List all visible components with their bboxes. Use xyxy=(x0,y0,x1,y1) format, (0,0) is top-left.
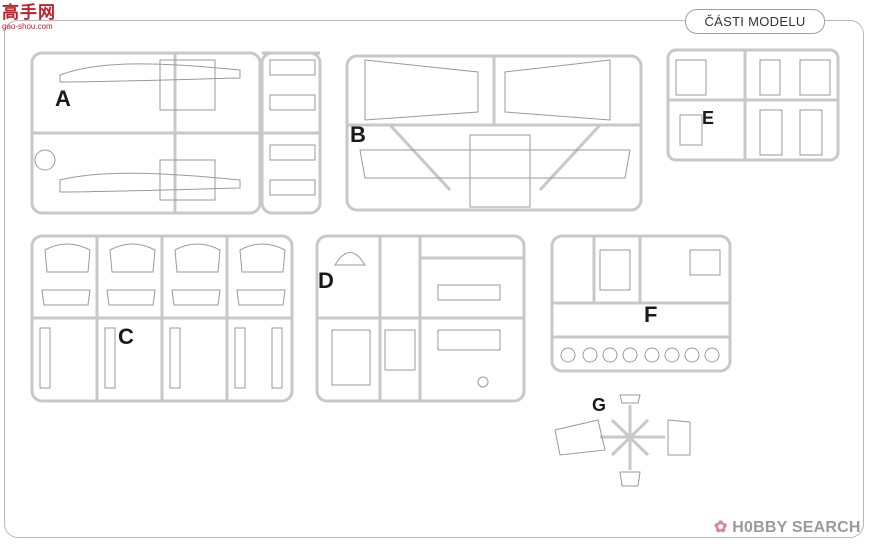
page-title: ČÁSTI MODELU xyxy=(685,9,825,34)
site-logo: 高手网 gao-shou.com xyxy=(2,4,72,38)
sprue-label-a: A xyxy=(55,86,71,111)
sprue-f-frame xyxy=(550,234,732,373)
sprue-b-frame xyxy=(345,54,643,212)
page-frame xyxy=(4,20,864,538)
sprue-label-c: C xyxy=(118,324,134,349)
watermark: ✿ H0BBY SEARCH xyxy=(714,517,861,537)
logo-url: gao-shou.com xyxy=(2,22,53,31)
part-outlines xyxy=(34,59,831,487)
sprue-label-f: F xyxy=(644,302,658,327)
hobbysearch-logo-icon: ✿ xyxy=(714,519,728,536)
sprue-label-e: E xyxy=(702,108,715,128)
sprue-label-b: B xyxy=(350,122,366,147)
watermark-text: H0BBY SEARCH xyxy=(732,519,861,536)
sprue-a-frame xyxy=(30,51,322,215)
sprue-label-d: D xyxy=(318,268,334,293)
sprue-c-frame xyxy=(30,234,294,403)
sprue-g-frame xyxy=(600,405,665,470)
sprue-d-frame xyxy=(315,234,526,403)
logo-mark: 高手网 xyxy=(2,3,56,23)
sprue-e-frame xyxy=(666,48,840,162)
sprue-label-g: G xyxy=(592,395,607,415)
